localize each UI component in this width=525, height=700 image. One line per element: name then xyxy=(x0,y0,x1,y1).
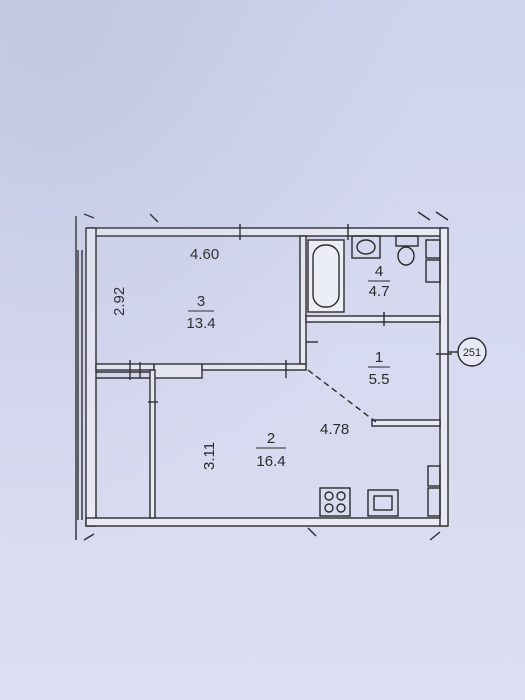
marker-label: 251 xyxy=(463,347,481,359)
right-wall xyxy=(439,227,449,527)
stove xyxy=(319,487,351,517)
shaft-box-3 xyxy=(427,465,441,487)
room2-width-label: 4.78 xyxy=(320,421,349,438)
room3-area: 13.4 xyxy=(186,315,215,332)
room3-number: 3 xyxy=(197,293,205,310)
room3-width-label: 4.60 xyxy=(190,246,219,263)
sink xyxy=(351,235,381,259)
door-block xyxy=(153,363,203,379)
room2-area: 16.4 xyxy=(256,453,285,470)
room4-area: 4.7 xyxy=(369,283,390,300)
room2-height-label: 3.11 xyxy=(201,442,218,470)
room2-number: 2 xyxy=(267,430,275,447)
dashed-boundary xyxy=(307,369,377,423)
shaft-box-1 xyxy=(425,239,441,259)
room3-bottom-wall-b xyxy=(201,363,307,371)
top-wall xyxy=(87,227,445,237)
room1-area: 5.5 xyxy=(369,371,390,388)
bottom-wall xyxy=(85,517,447,527)
room1-number: 1 xyxy=(375,349,383,366)
left-wall xyxy=(85,227,97,527)
toilet-bowl xyxy=(397,246,415,266)
kitchen-sink xyxy=(367,489,399,517)
toilet-tank xyxy=(395,235,419,247)
bath-bottom-wall xyxy=(305,315,441,323)
room4-number: 4 xyxy=(375,263,383,280)
shaft-box-2 xyxy=(425,259,441,283)
room3-bottom-wall-a xyxy=(95,363,155,371)
shaft-box-4 xyxy=(427,487,441,517)
bath-wall xyxy=(299,235,307,365)
room3-height-label: 2.92 xyxy=(111,287,128,316)
marker-circle xyxy=(457,337,487,367)
hall-wall xyxy=(371,419,441,427)
loggia-wall xyxy=(149,369,156,519)
